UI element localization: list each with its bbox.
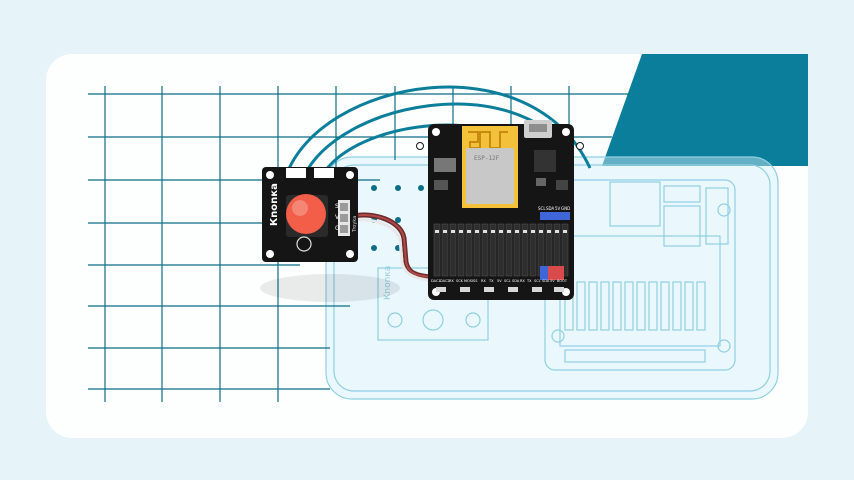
svg-text:Кnonка: Кnonка	[383, 266, 393, 300]
button-module: Кnonка S V G Troyka	[262, 167, 358, 262]
bottom-label: SS	[473, 279, 478, 283]
bottom-label: 5V	[497, 279, 502, 283]
controller-board: ESP-12F	[416, 120, 584, 300]
bottom-label: SDA	[542, 279, 550, 283]
bottom-label: MOSI	[464, 279, 473, 283]
bottom-label: TX	[488, 279, 494, 283]
header-label-scl: SCL	[538, 206, 546, 211]
bottom-label: SCK	[456, 279, 464, 283]
module-series: Troyka	[352, 216, 358, 233]
bottom-label: SCL	[534, 279, 541, 283]
esp-module-label: ESP-12F	[474, 155, 500, 162]
bottom-label: DAC2	[440, 279, 450, 283]
bottom-label: SCL	[504, 279, 511, 283]
bottom-label: BOOT	[557, 279, 568, 283]
module-brand: Кnonка	[269, 183, 280, 226]
header-label-5v: 5V	[555, 206, 561, 211]
bottom-label: 5V	[550, 279, 555, 283]
button-cap	[286, 194, 326, 234]
bottom-label: RX	[449, 279, 454, 283]
header-label-sda: SDA	[546, 206, 555, 211]
bottom-label: RX	[520, 279, 525, 283]
header-label-gnd: GND	[561, 206, 570, 211]
pin-label-g: G	[335, 225, 340, 232]
pin-label-s: S	[335, 203, 339, 210]
bottom-label: TX	[526, 279, 532, 283]
bottom-label: SDA	[512, 279, 520, 283]
pin-label-v: V	[335, 214, 340, 221]
corner-accent	[602, 54, 808, 166]
bottom-label: DAC1	[431, 279, 441, 283]
bottom-label: RX	[481, 279, 486, 283]
